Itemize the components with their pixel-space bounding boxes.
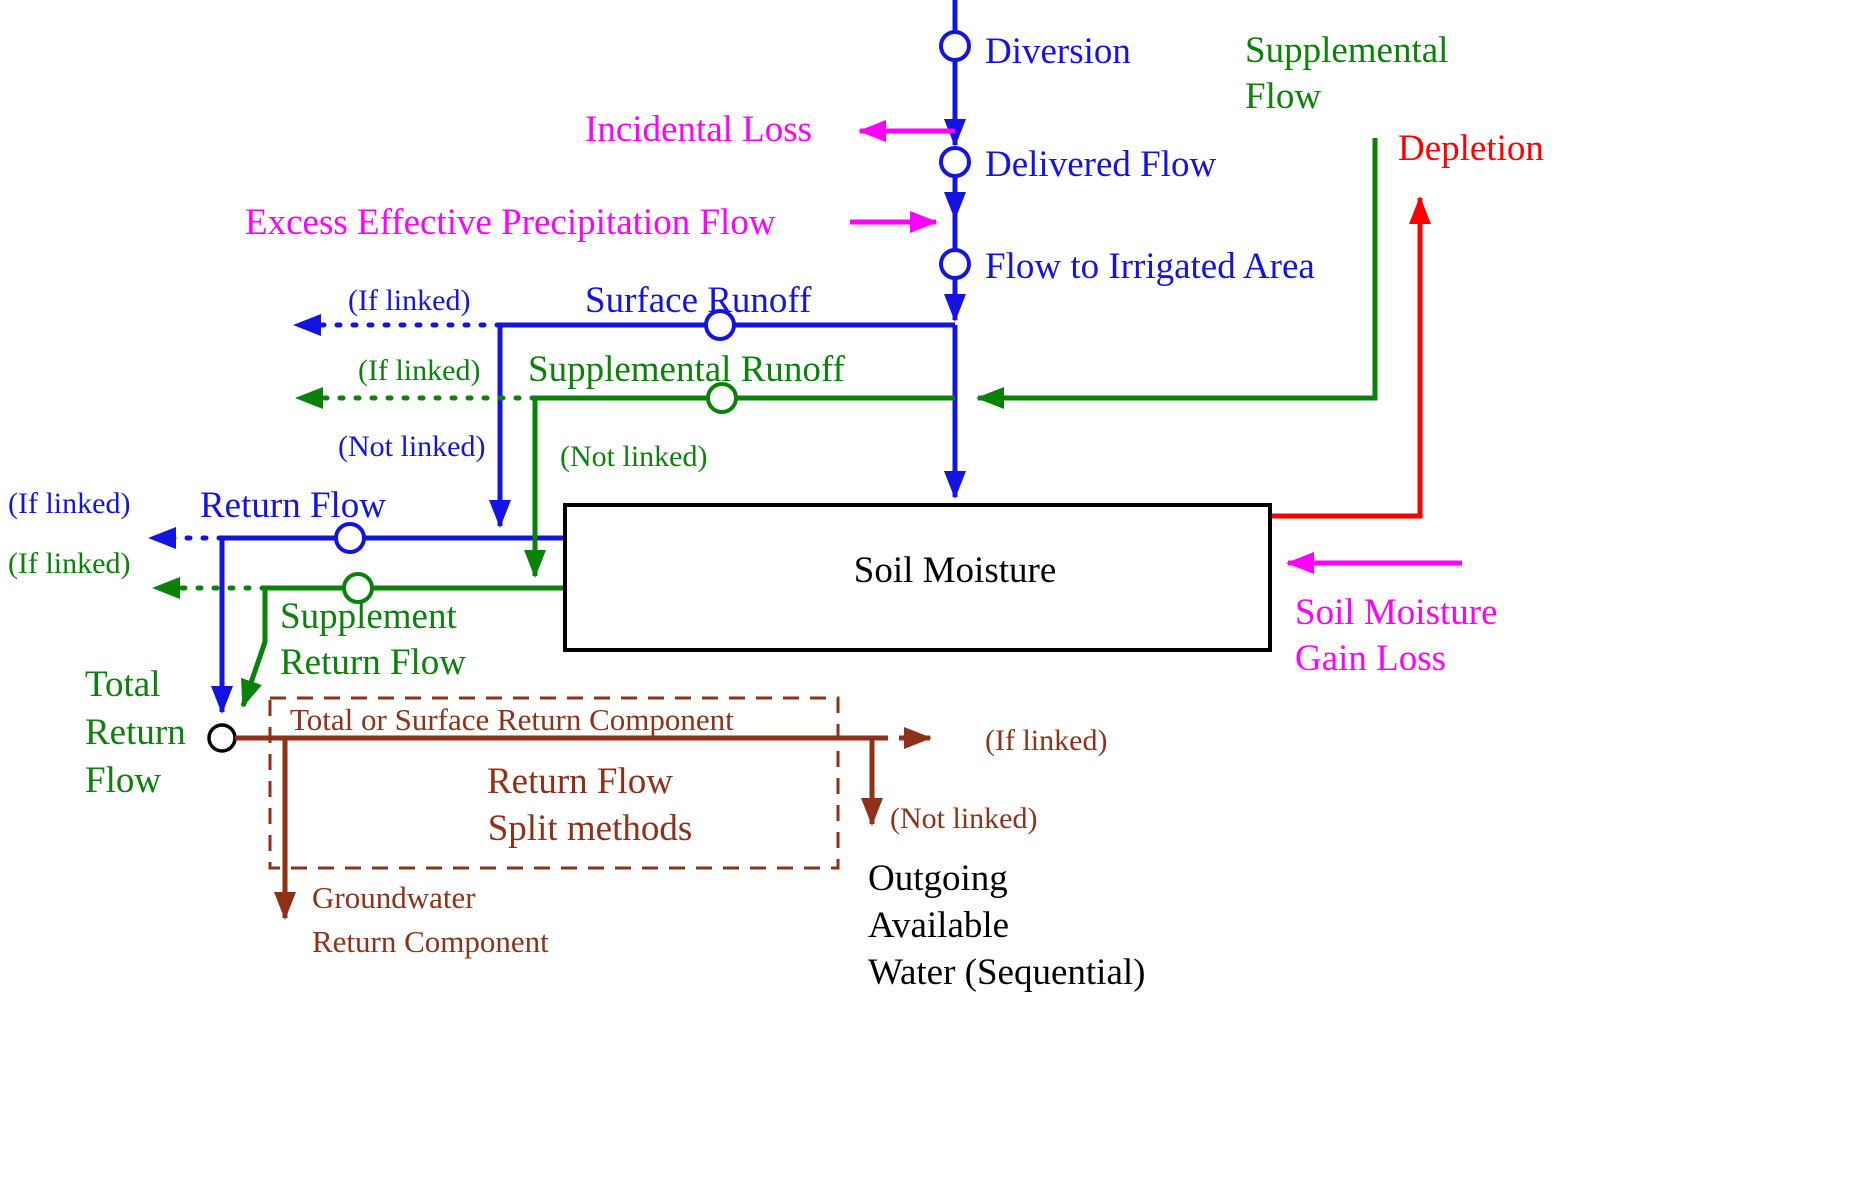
- outgoing-available-water-label-line1: Outgoing: [868, 858, 1008, 899]
- supplement-return-flow-node: [342, 572, 374, 604]
- diversion-label: Diversion: [985, 31, 1131, 72]
- depletion-label: Depletion: [1398, 128, 1544, 169]
- flow-to-irrigated-area-label: Flow to Irrigated Area: [985, 246, 1315, 287]
- surface-runoff-node: [704, 309, 736, 341]
- return-flow-split-methods-label-line2: Split methods: [488, 808, 693, 849]
- supplemental-runoff-node: [706, 382, 738, 414]
- soil-moisture-gain-loss-label-line2: Gain Loss: [1295, 638, 1446, 679]
- diversion-node: [939, 30, 971, 62]
- outgoing-available-water-label-line3: Water (Sequential): [868, 952, 1145, 993]
- not-linked-supplemental-label: (Not linked): [560, 440, 707, 473]
- incidental-loss-label: Incidental Loss: [585, 109, 812, 150]
- groundwater-return-component-label-line1: Groundwater: [312, 880, 476, 915]
- return-flow-label: Return Flow: [200, 485, 386, 526]
- supplemental-flow-line: [976, 138, 1378, 409]
- if-linked-supplemental-label: (If linked): [358, 354, 480, 387]
- delivered-flow-node: [939, 146, 971, 178]
- return-flow-split-methods-box: [268, 696, 840, 870]
- delivered-flow-label: Delivered Flow: [985, 144, 1216, 185]
- total-return-flow-label-line3: Flow: [85, 760, 161, 801]
- excess-precipitation-label: Excess Effective Precipitation Flow: [245, 202, 776, 243]
- soil-moisture-gain-loss-label-line1: Soil Moisture: [1295, 592, 1498, 633]
- depletion-line: [1270, 196, 1431, 519]
- total-return-flow-label-line2: Return: [85, 712, 186, 753]
- supplemental-flow-label-line2: Flow: [1245, 76, 1321, 117]
- supplemental-runoff-label: Supplemental Runoff: [528, 349, 846, 390]
- supplement-return-to-total-line: [240, 588, 268, 708]
- outgoing-available-water-label-line2: Available: [868, 905, 1009, 946]
- total-return-flow-node: [207, 723, 237, 753]
- soil-moisture-label: Soil Moisture: [854, 550, 1057, 591]
- if-linked-split-label: (If linked): [985, 724, 1107, 757]
- if-linked-surface-label: (If linked): [348, 284, 470, 317]
- supplement-return-flow-label-line2: Return Flow: [280, 642, 466, 683]
- if-linked-return-label: (If linked): [8, 487, 130, 520]
- groundwater-return-component-label-line2: Return Component: [312, 924, 549, 959]
- total-or-surface-return-component-label: Total or Surface Return Component: [290, 702, 734, 737]
- supplemental-flow-label-line1: Supplemental: [1245, 30, 1448, 71]
- not-linked-split-label: (Not linked): [890, 802, 1037, 835]
- flow-to-irrigated-node: [939, 248, 971, 280]
- not-linked-surface-label: (Not linked): [338, 430, 485, 463]
- return-flow-split-methods-label-line1: Return Flow: [487, 761, 673, 802]
- supplement-return-flow-label-line1: Supplement: [280, 596, 457, 637]
- surface-runoff-label: Surface Runoff: [585, 280, 812, 321]
- soil-moisture-box: [563, 503, 1272, 652]
- total-return-flow-label-line1: Total: [85, 664, 161, 705]
- if-linked-supplement-return-label: (If linked): [8, 547, 130, 580]
- return-flow-node: [334, 522, 366, 554]
